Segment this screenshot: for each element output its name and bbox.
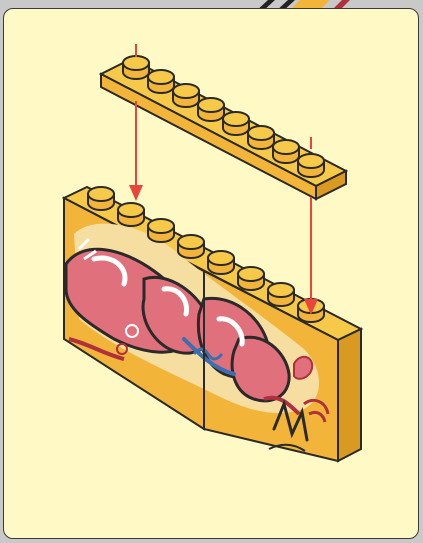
- plate-front-face: [101, 74, 316, 199]
- plate-stud: [223, 112, 249, 135]
- plate-studs: [123, 56, 324, 177]
- wall-stud: [148, 219, 174, 242]
- wall-stud: [238, 267, 264, 290]
- plate-stud: [248, 126, 274, 149]
- plate-stud: [198, 98, 224, 121]
- wall-stud: [118, 203, 144, 226]
- wall-stud: [88, 187, 114, 210]
- plate-stud: [123, 56, 149, 79]
- assembly-diagram: [4, 9, 419, 539]
- arrow-left-head: [129, 185, 143, 201]
- wall-side-face: [338, 329, 361, 461]
- wall-stud: [178, 235, 204, 258]
- wall-stud: [208, 251, 234, 274]
- wall-stud: [268, 283, 294, 306]
- plate-stud: [148, 70, 174, 93]
- plate-stud: [298, 154, 324, 177]
- graffiti-brick-wall: [64, 187, 361, 461]
- plate-stud: [273, 140, 299, 163]
- plate-stud: [173, 84, 199, 107]
- instruction-step-panel: [3, 8, 419, 539]
